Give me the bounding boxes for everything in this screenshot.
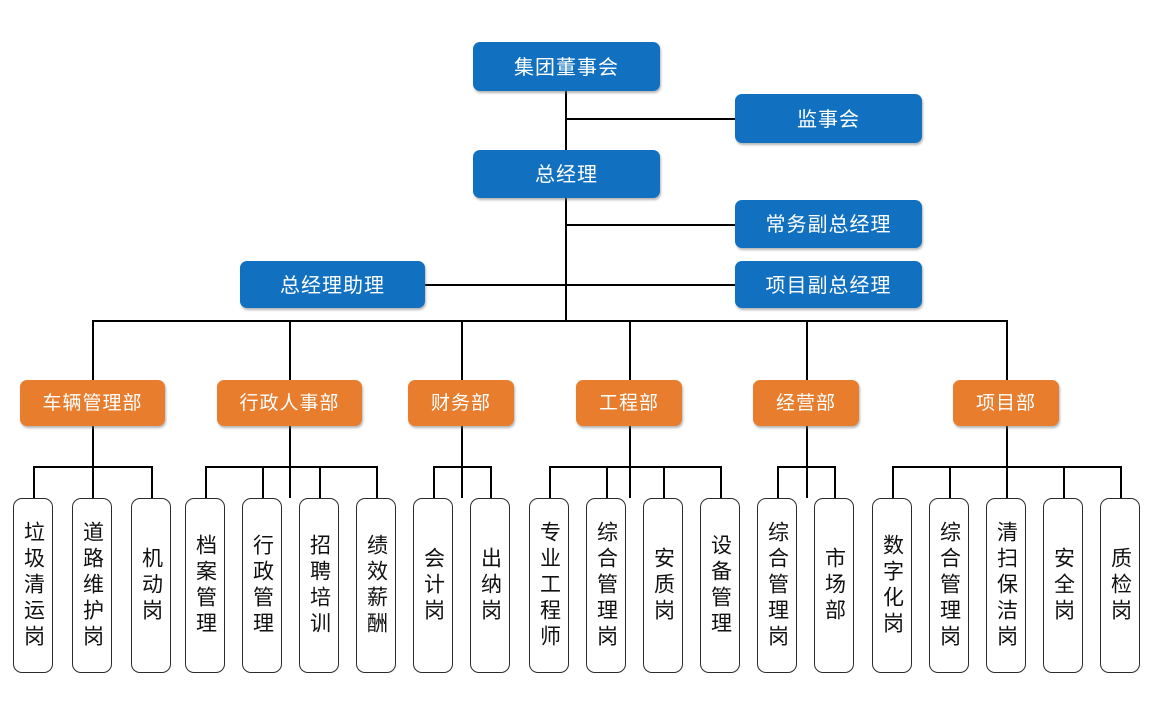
node-department-admin-hr[interactable]: 行政人事部 bbox=[217, 380, 362, 426]
leaf-stem-19 bbox=[1063, 466, 1065, 498]
leaf-position-box[interactable]: 绩效薪酬 bbox=[356, 498, 396, 673]
leaf-position-box[interactable]: 道路维护岗 bbox=[72, 498, 112, 673]
leaf-position-box[interactable]: 综合管理岗 bbox=[929, 498, 969, 673]
leaf-label: 设备管理 bbox=[708, 533, 733, 638]
leaf-label: 综合管理岗 bbox=[594, 520, 619, 651]
connector-dept1-down bbox=[92, 426, 94, 498]
connector-gm-down bbox=[565, 198, 567, 321]
leaf-stem-1 bbox=[33, 466, 35, 498]
connector-dept4-down bbox=[629, 426, 631, 498]
leaf-label: 会计岗 bbox=[421, 546, 446, 625]
leaf-stem-14 bbox=[777, 466, 779, 498]
leaf-stem-13 bbox=[720, 466, 722, 498]
leaf-position-box[interactable]: 综合管理岗 bbox=[757, 498, 797, 673]
node-general-manager[interactable]: 总经理 bbox=[473, 150, 660, 198]
leaf-stem-17 bbox=[949, 466, 951, 498]
leaf-stem-7 bbox=[376, 466, 378, 498]
leaf-label: 绩效薪酬 bbox=[364, 533, 389, 638]
leaf-stem-4 bbox=[205, 466, 207, 498]
leaf-position-box[interactable]: 质检岗 bbox=[1100, 498, 1140, 673]
leaf-label: 市场部 bbox=[822, 546, 847, 625]
leaf-stem-15 bbox=[834, 466, 836, 498]
leaf-label: 质检岗 bbox=[1108, 546, 1133, 625]
connector-dept-stem-1 bbox=[92, 320, 94, 380]
connector-dept-stem-4 bbox=[629, 320, 631, 380]
leaf-position-box[interactable]: 招聘培训 bbox=[299, 498, 339, 673]
node-department-engineering[interactable]: 工程部 bbox=[576, 380, 682, 426]
leaf-label: 道路维护岗 bbox=[80, 520, 105, 651]
leaf-position-box[interactable]: 数字化岗 bbox=[872, 498, 912, 673]
leaf-stem-11 bbox=[606, 466, 608, 498]
connector-to-exec-deputy bbox=[565, 224, 735, 226]
leaf-label: 综合管理岗 bbox=[765, 520, 790, 651]
leaf-position-box[interactable]: 机动岗 bbox=[131, 498, 171, 673]
leaf-position-box[interactable]: 出纳岗 bbox=[470, 498, 510, 673]
connector-dept-stem-2 bbox=[289, 320, 291, 380]
leaf-label: 机动岗 bbox=[139, 546, 164, 625]
leaf-stem-6 bbox=[319, 466, 321, 498]
node-board-of-directors[interactable]: 集团董事会 bbox=[473, 42, 660, 91]
node-executive-deputy-gm[interactable]: 常务副总经理 bbox=[735, 200, 922, 248]
leaf-stem-18 bbox=[1006, 466, 1008, 498]
node-supervisory-board[interactable]: 监事会 bbox=[735, 94, 922, 143]
connector-to-project-deputy bbox=[565, 284, 735, 286]
leaf-position-box[interactable]: 清扫保洁岗 bbox=[986, 498, 1026, 673]
leaf-position-box[interactable]: 行政管理 bbox=[242, 498, 282, 673]
leaf-stem-2 bbox=[92, 466, 94, 498]
connector-dept3-down bbox=[461, 426, 463, 498]
leaf-label: 出纳岗 bbox=[478, 546, 503, 625]
node-department-project[interactable]: 项目部 bbox=[953, 380, 1059, 426]
leaf-position-box[interactable]: 设备管理 bbox=[700, 498, 740, 673]
connector-dept-stem-3 bbox=[461, 320, 463, 380]
leaf-stem-20 bbox=[1120, 466, 1122, 498]
leaf-stem-5 bbox=[262, 466, 264, 498]
connector-dept6-down bbox=[1006, 426, 1008, 498]
leaf-stem-9 bbox=[490, 466, 492, 498]
node-gm-assistant[interactable]: 总经理助理 bbox=[240, 261, 425, 308]
leaf-label: 综合管理岗 bbox=[937, 520, 962, 651]
leaf-position-box[interactable]: 市场部 bbox=[814, 498, 854, 673]
leaf-position-box[interactable]: 垃圾清运岗 bbox=[13, 498, 53, 673]
leaf-position-box[interactable]: 安全岗 bbox=[1043, 498, 1083, 673]
sub-bus-dept4 bbox=[549, 466, 721, 468]
leaf-position-box[interactable]: 档案管理 bbox=[185, 498, 225, 673]
leaf-stem-16 bbox=[892, 466, 894, 498]
leaf-position-box[interactable]: 专业工程师 bbox=[529, 498, 569, 673]
connector-dept5-down bbox=[806, 426, 808, 498]
connector-dept-stem-5 bbox=[806, 320, 808, 380]
leaf-stem-10 bbox=[549, 466, 551, 498]
sub-bus-dept5 bbox=[777, 466, 834, 468]
leaf-stem-3 bbox=[151, 466, 153, 498]
leaf-position-box[interactable]: 综合管理岗 bbox=[586, 498, 626, 673]
leaf-label: 清扫保洁岗 bbox=[994, 520, 1019, 651]
leaf-label: 招聘培训 bbox=[307, 533, 332, 638]
node-department-operations[interactable]: 经营部 bbox=[753, 380, 859, 426]
leaf-position-box[interactable]: 会计岗 bbox=[413, 498, 453, 673]
connector-dept-stem-6 bbox=[1006, 320, 1008, 380]
leaf-label: 垃圾清运岗 bbox=[21, 520, 46, 651]
leaf-label: 行政管理 bbox=[250, 533, 275, 638]
sub-bus-dept2 bbox=[205, 466, 377, 468]
node-department-finance[interactable]: 财务部 bbox=[408, 380, 514, 426]
connector-to-gm-assistant bbox=[425, 284, 565, 286]
leaf-label: 专业工程师 bbox=[537, 520, 562, 651]
node-project-deputy-gm[interactable]: 项目副总经理 bbox=[735, 261, 922, 308]
leaf-stem-8 bbox=[433, 466, 435, 498]
sub-bus-dept3 bbox=[433, 466, 490, 468]
leaf-label: 数字化岗 bbox=[880, 533, 905, 638]
connector-to-supervisory bbox=[565, 118, 735, 120]
leaf-label: 安全岗 bbox=[1051, 546, 1076, 625]
connector-dept2-down bbox=[289, 426, 291, 498]
connector-board-to-gm bbox=[565, 91, 567, 151]
leaf-position-box[interactable]: 安质岗 bbox=[643, 498, 683, 673]
leaf-label: 档案管理 bbox=[193, 533, 218, 638]
department-bus bbox=[92, 320, 1007, 322]
leaf-label: 安质岗 bbox=[651, 546, 676, 625]
leaf-stem-12 bbox=[663, 466, 665, 498]
node-department-vehicle-management[interactable]: 车辆管理部 bbox=[20, 380, 165, 426]
